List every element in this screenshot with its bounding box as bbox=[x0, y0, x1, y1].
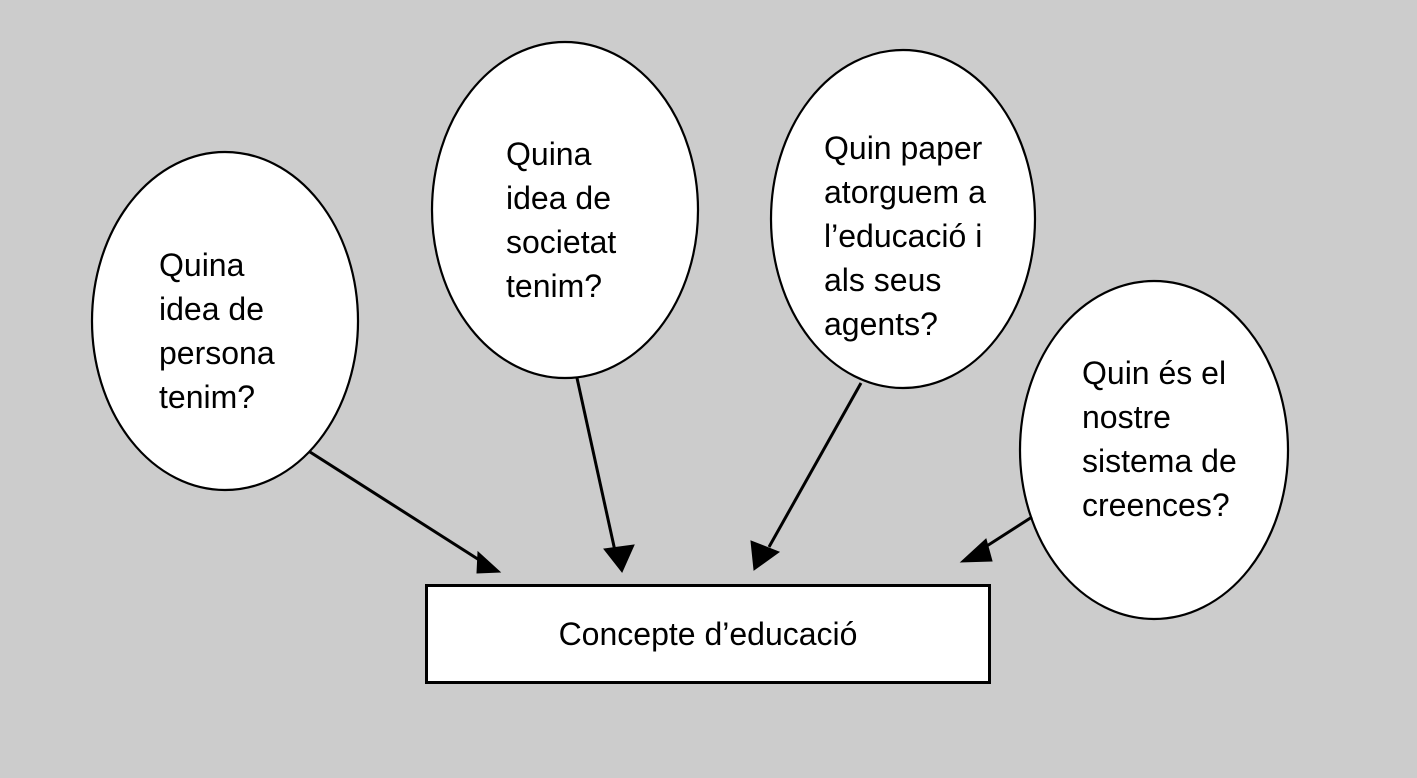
ellipse-node-persona-label: Quina idea de persona tenim? bbox=[159, 247, 275, 415]
rect-node-concepte-educacio[interactable] bbox=[425, 584, 991, 684]
ellipse-node-persona[interactable] bbox=[90, 150, 360, 492]
ellipse-node-educacio-agents[interactable] bbox=[769, 48, 1037, 390]
ellipse-node-educacio-agents-label: Quin paper atorguem a l’educació i als s… bbox=[824, 130, 986, 342]
arrow-creences-to-concepte bbox=[959, 515, 1033, 563]
arrow-educacio-agents-to-concepte bbox=[750, 382, 863, 571]
arrow-societat-to-concepte bbox=[575, 377, 635, 573]
rect-node-concepte-educacio-label: Concepte d’educació bbox=[558, 616, 858, 652]
arrow-persona-to-concepte bbox=[309, 450, 502, 574]
ellipse-node-societat[interactable] bbox=[430, 40, 700, 380]
ellipse-node-societat-label: Quina idea de societat tenim? bbox=[506, 136, 617, 304]
ellipse-node-creences[interactable] bbox=[1018, 279, 1290, 621]
ellipse-node-creences-label: Quin és el nostre sistema de creences? bbox=[1082, 355, 1237, 523]
